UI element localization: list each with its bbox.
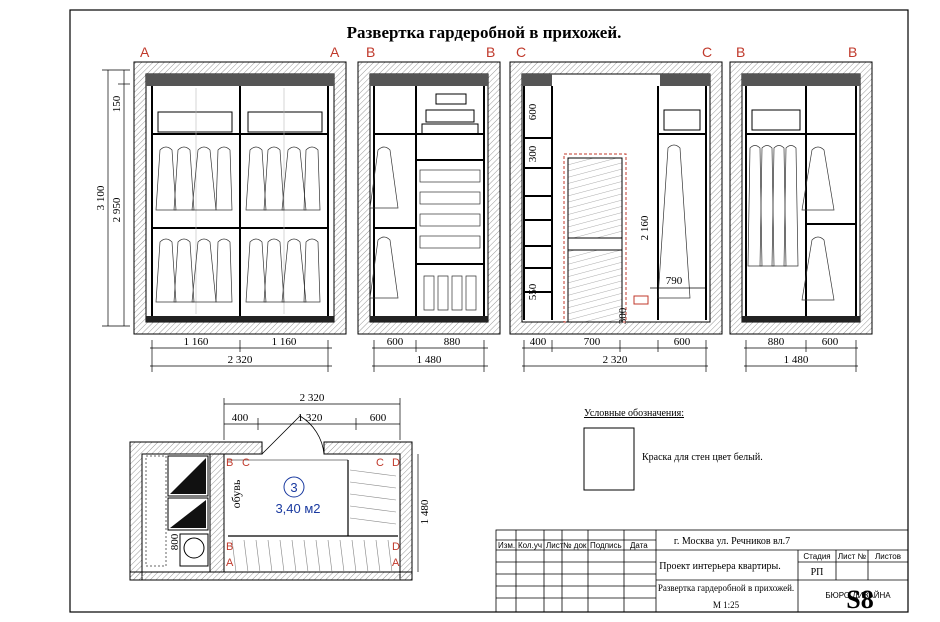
stamp-logo-text: БЮРО ДИЗАЙНА: [825, 591, 891, 600]
stamp-header-doc: № док: [563, 541, 587, 550]
plan-letter-b-bottom: B: [226, 541, 233, 553]
stamp-header-signature: Подпись: [590, 541, 622, 550]
elevation-b-right-letter: B: [486, 44, 495, 60]
elevation-a-dim-1: 1 160: [184, 336, 209, 348]
elevation-c-dim-2: 700: [584, 336, 601, 348]
drawing-title: Развертка гардеробной в прихожей.: [347, 23, 622, 42]
elevation-c-low-dim: 300: [617, 307, 629, 324]
stamp-sheets-label: Листов: [875, 552, 901, 561]
elevation-c-vdim-1: 600: [527, 103, 539, 120]
elevation-a-vdim-main: 2 950: [111, 197, 123, 222]
elevation-b-dim-2: 880: [444, 336, 461, 348]
plan-right-dim: 1 480: [419, 499, 431, 524]
plan-letter-c-right: C: [376, 457, 384, 469]
sheet-frame: [69, 9, 909, 613]
elevation-a-dim-2: 1 160: [272, 336, 297, 348]
elevation-a-vertical-dims: [102, 69, 130, 327]
elevation-c-total: 2 320: [603, 354, 628, 366]
elevation-b2-right-letter: B: [848, 44, 857, 60]
elevation-c: [509, 61, 723, 335]
elevation-c-dim-3: 600: [674, 336, 691, 348]
plan-room-number: 3: [290, 480, 297, 495]
plan-letter-d-bottom: D: [392, 541, 400, 553]
elevation-c-door-height: 2 160: [639, 215, 651, 240]
elevation-c-side-width: 790: [666, 275, 683, 287]
stamp-sheet-title: Развертка гардеробной в прихожей.: [658, 583, 794, 593]
plan-letter-a-bottom: A: [226, 557, 234, 569]
stamp-header-count: Кол.уч: [518, 541, 542, 550]
elevation-a-vdim-top: 150: [111, 95, 123, 112]
elevation-c-dim-1: 400: [530, 336, 547, 348]
plan-dim-3: 600: [370, 412, 387, 424]
plan-dim-2: 1 320: [298, 412, 323, 424]
elevation-c-left-letter: C: [516, 44, 526, 60]
title-block: [495, 529, 909, 613]
plan-top-total: 2 320: [300, 392, 325, 404]
legend-item-text: Краска для стен цвет белый.: [642, 452, 763, 463]
elevation-b-total: 1 480: [417, 354, 442, 366]
stamp-header-sheet: Лист: [546, 541, 564, 550]
legend-swatch: [583, 427, 635, 491]
elevation-c-right-letter: C: [702, 44, 712, 60]
floor-plan: [129, 415, 413, 581]
stamp-stage: РП: [811, 567, 824, 578]
plan-letter-b-top: B: [226, 457, 233, 469]
plan-letter-c-top: C: [242, 457, 250, 469]
legend-item: Краска для стен цвет белый.: [642, 452, 763, 463]
stamp-stage-label: Стадия: [803, 552, 830, 561]
elevation-b-dim-1: 600: [387, 336, 404, 348]
plan-shoes-label: обувь: [229, 479, 243, 508]
stamp-sheet-label: Лист №: [838, 552, 867, 561]
elevation-b2-dim-1: 880: [768, 336, 785, 348]
elevation-b2-dim-2: 600: [822, 336, 839, 348]
plan-dim-1: 400: [232, 412, 249, 424]
stamp-header-date: Дата: [630, 541, 648, 550]
plan-letter-d-right: D: [392, 457, 400, 469]
elevation-b-left-letter: B: [366, 44, 375, 60]
elevation-a-left-letter: A: [140, 44, 150, 60]
elevation-c-vdim-3: 550: [527, 283, 539, 300]
stamp-logo: S8: [846, 585, 873, 614]
stamp-scale: М 1:25: [713, 600, 740, 610]
elevation-b2-left-letter: B: [736, 44, 745, 60]
elevation-c-vdim-2: 300: [527, 145, 539, 162]
elevation-b2-total: 1 480: [784, 354, 809, 366]
stamp-address: г. Москва ул. Речников вл.7: [674, 536, 790, 547]
stamp-project: Проект интерьера квартиры.: [659, 561, 781, 572]
elevation-a-right-letter: A: [330, 44, 340, 60]
elevation-b2: [729, 61, 873, 335]
elevation-b: [357, 61, 501, 335]
plan-area: 3,40 м2: [275, 501, 320, 516]
stamp-header-change: Изм.: [498, 541, 515, 550]
legend-title: Условные обозначения:: [584, 408, 684, 419]
plan-left-dim: 800: [169, 533, 181, 550]
plan-letter-a-bottom-right: A: [392, 557, 400, 569]
elevation-a-height: 3 100: [95, 185, 107, 210]
elevation-a: [133, 61, 347, 335]
elevation-a-total: 2 320: [228, 354, 253, 366]
